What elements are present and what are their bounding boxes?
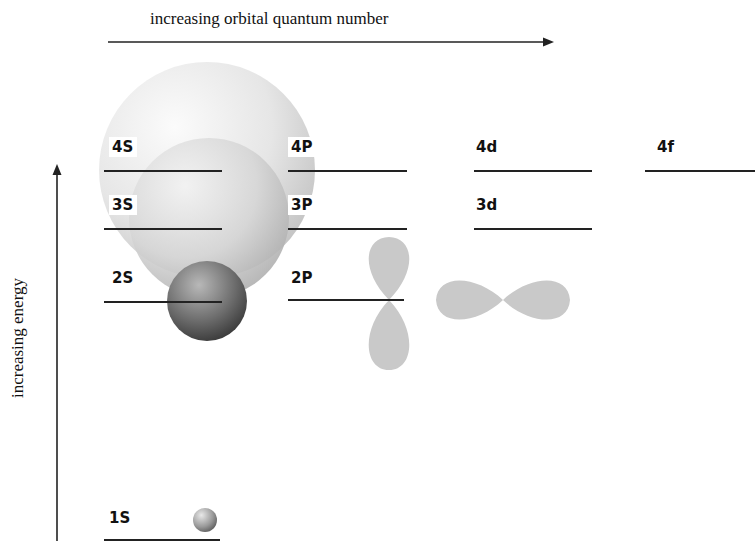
orbital-label: 4d (473, 137, 501, 157)
energy-levels (104, 171, 755, 540)
orbital-label: 3P (288, 195, 316, 215)
orbital-label: 2P (288, 268, 316, 288)
orbital-label: 4S (109, 137, 137, 157)
p-orbital-vertical (369, 237, 410, 370)
p-orbital-horizontal (436, 280, 570, 319)
orbital-label: 1S (106, 508, 134, 528)
s-orbital-1 (193, 508, 217, 532)
orbital-label: 4P (288, 137, 316, 157)
orbital-label: 2S (109, 268, 137, 288)
axis-label: increasing orbital quantum number (150, 10, 388, 27)
axis-label: increasing energy (9, 278, 26, 398)
orbital-label: 3S (109, 195, 137, 215)
axis-arrows (53, 38, 555, 542)
orbital-label: 3d (473, 195, 501, 215)
orbital-label: 4f (654, 137, 678, 157)
